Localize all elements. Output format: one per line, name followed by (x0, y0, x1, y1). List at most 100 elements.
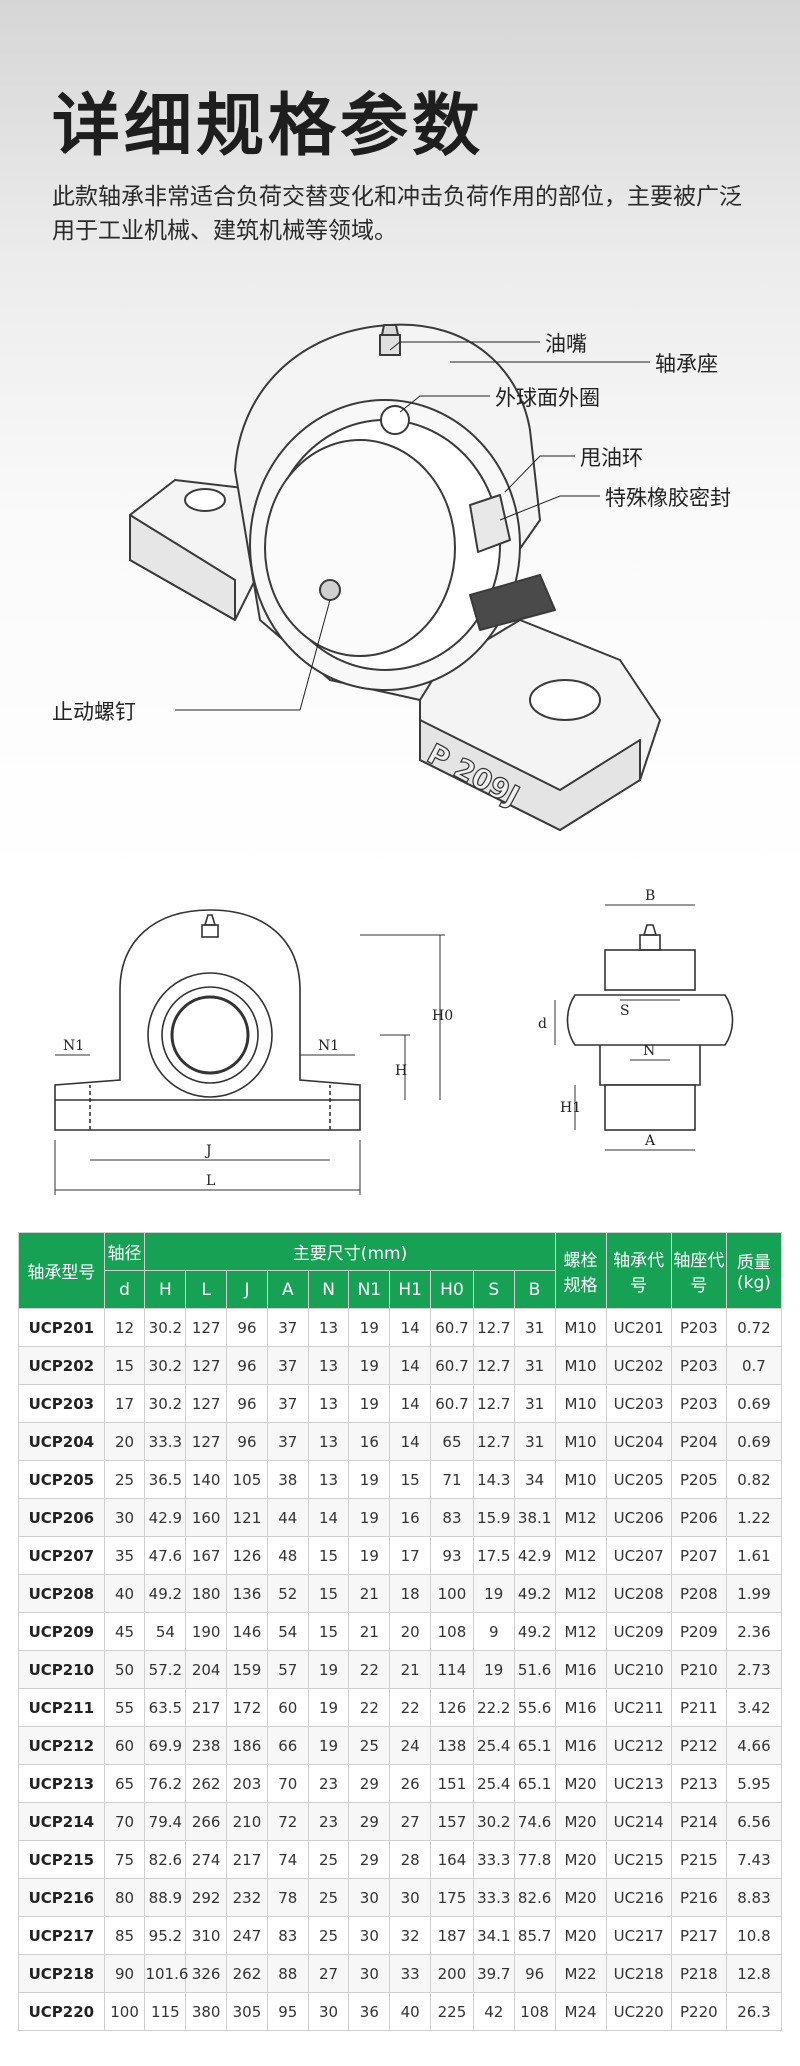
table-cell: 10.8 (725, 1916, 783, 1955)
table-cell: 36.5 (144, 1460, 187, 1499)
table-cell: 101.6 (144, 1954, 188, 1993)
dim-a: A (644, 1133, 656, 1149)
table-cell: 247 (226, 1916, 268, 1955)
table-cell: P211 (670, 1688, 727, 1727)
table-cell: 21 (348, 1574, 391, 1613)
table-cell: 82.6 (144, 1840, 187, 1879)
table-cell: 13 (307, 1422, 350, 1461)
table-cell: 12.7 (472, 1384, 515, 1423)
dim-s: S (620, 1003, 630, 1019)
header-shaft: 轴径 (103, 1232, 146, 1271)
table-cell: 25 (307, 1878, 350, 1917)
table-cell: 4.66 (725, 1726, 783, 1765)
table-cell: 19 (348, 1308, 391, 1347)
table-cell: UC207 (605, 1536, 672, 1575)
label-outer-ring: 外球面外圈 (495, 386, 600, 410)
table-cell: 19 (472, 1650, 515, 1689)
table-cell: 16 (389, 1498, 432, 1537)
table-cell: 14 (389, 1346, 432, 1385)
table-cell: 60 (266, 1688, 309, 1727)
table-cell: 14 (389, 1384, 432, 1423)
table-cell: 19 (307, 1726, 350, 1765)
table-cell: 34.1 (472, 1916, 515, 1955)
table-cell: 14 (307, 1498, 350, 1537)
model-cell: UCP215 (18, 1840, 105, 1879)
model-cell: UCP201 (18, 1308, 105, 1347)
table-cell: UC202 (605, 1346, 672, 1385)
dim-n1-right: N1 (318, 1038, 339, 1054)
table-cell: 105 (226, 1460, 268, 1499)
table-cell: 274 (185, 1840, 228, 1879)
table-cell: P212 (670, 1726, 727, 1765)
table-cell: 88.9 (144, 1878, 187, 1917)
table-cell: 96 (226, 1422, 268, 1461)
table-cell: 15 (389, 1460, 432, 1499)
bearing-illustration: P 209J (129, 323, 661, 831)
table-cell: 159 (226, 1650, 268, 1689)
table-cell: 127 (185, 1384, 228, 1423)
table-cell: 16 (348, 1422, 391, 1461)
table-cell: 108 (513, 1992, 556, 2031)
table-cell: UC218 (605, 1954, 672, 1993)
table-cell: 30 (348, 1916, 391, 1955)
table-cell: 13 (307, 1460, 350, 1499)
table-cell: 12.7 (472, 1422, 515, 1461)
table-cell: M10 (554, 1422, 607, 1461)
table-cell: 310 (185, 1916, 228, 1955)
table-cell: 1.22 (725, 1498, 783, 1537)
table-cell: 17 (103, 1384, 146, 1423)
table-cell: 71 (430, 1460, 474, 1499)
model-cell: UCP214 (18, 1802, 105, 1841)
table-cell: UC212 (605, 1726, 672, 1765)
model-cell: UCP220 (18, 1992, 105, 2031)
table-cell: P205 (670, 1460, 727, 1499)
table-cell: M12 (554, 1574, 607, 1613)
table-cell: P203 (670, 1308, 727, 1347)
label-flinger: 甩油环 (580, 446, 643, 470)
table-cell: UC220 (605, 1992, 672, 2031)
table-cell: 262 (185, 1764, 228, 1803)
table-cell: 238 (185, 1726, 228, 1765)
table-cell: UC203 (605, 1384, 672, 1423)
table-cell: 49.2 (513, 1612, 556, 1651)
table-cell: 19 (307, 1650, 350, 1689)
label-set-screw: 止动螺钉 (52, 700, 136, 724)
table-cell: M20 (554, 1840, 607, 1879)
header-sub: S (472, 1270, 515, 1309)
table-cell: UC217 (605, 1916, 672, 1955)
table-cell: 23 (307, 1802, 350, 1841)
table-cell: 15 (103, 1346, 146, 1385)
table-cell: 8.83 (725, 1878, 783, 1917)
table-cell: 78 (266, 1878, 309, 1917)
table-cell: 19 (348, 1536, 391, 1575)
table-cell: 217 (226, 1840, 268, 1879)
table-cell: 126 (430, 1688, 474, 1727)
table-cell: 0.69 (725, 1384, 783, 1423)
table-cell: 75 (103, 1840, 146, 1879)
table-cell: M20 (554, 1764, 607, 1803)
model-cell: UCP213 (18, 1764, 105, 1803)
table-cell: P220 (670, 1992, 727, 2031)
table-cell: 85.7 (513, 1916, 556, 1955)
table-cell: 60.7 (430, 1308, 474, 1347)
table-cell: 30.2 (144, 1308, 187, 1347)
table-cell: 65 (103, 1764, 146, 1803)
table-cell: 160 (185, 1498, 228, 1537)
table-cell: 121 (226, 1498, 268, 1537)
table-cell: M10 (554, 1346, 607, 1385)
table-cell: 51.6 (513, 1650, 556, 1689)
table-cell: 17 (389, 1536, 432, 1575)
table-cell: 33 (389, 1954, 432, 1993)
table-cell: 96 (226, 1384, 268, 1423)
table-cell: 57.2 (144, 1650, 187, 1689)
table-cell: 127 (185, 1308, 228, 1347)
table-cell: 266 (185, 1802, 228, 1841)
table-cell: 72 (266, 1802, 309, 1841)
model-cell: UCP209 (18, 1612, 105, 1651)
table-cell: 28 (389, 1840, 432, 1879)
table-cell: UC206 (605, 1498, 672, 1537)
